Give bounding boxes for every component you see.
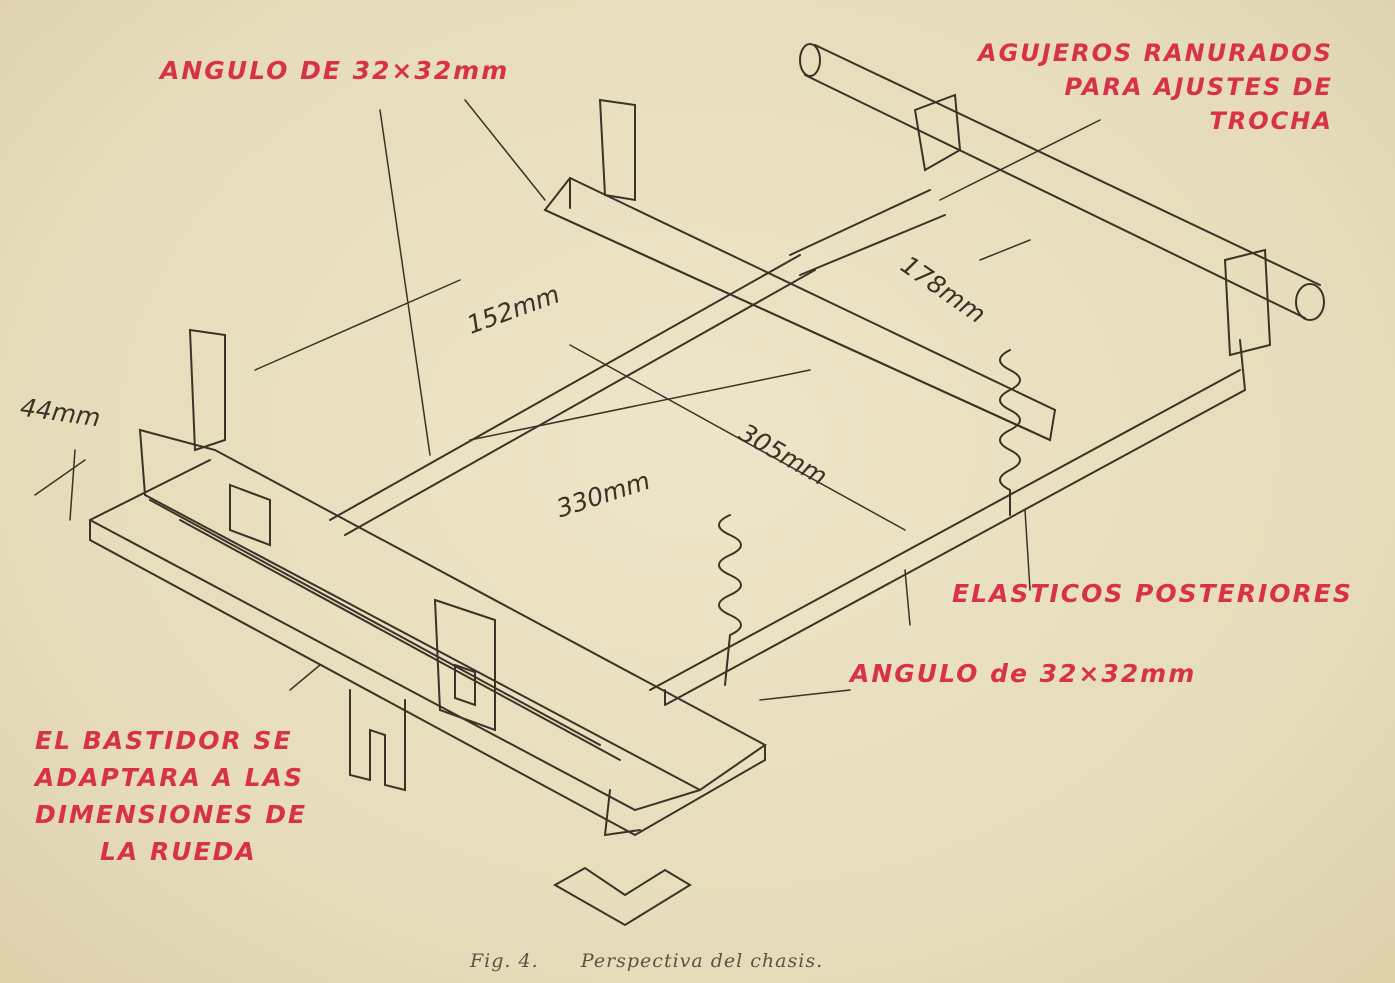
label-bastidor-line: LA RUEDA	[100, 837, 257, 866]
corner-plate	[552, 866, 692, 927]
label-bastidor-line: EL BASTIDOR SE	[35, 726, 293, 755]
rear-post	[598, 98, 636, 202]
label-bastidor-line: DIMENSIONES DE	[35, 800, 308, 829]
label-bastidor: EL BASTIDOR SE ADAPTARA A LAS DIMENSIONE…	[35, 722, 307, 870]
spring-front	[718, 514, 742, 686]
figure-caption: Fig. 4. Perspectiva del chasis.	[470, 950, 823, 972]
label-angulo-bottom: ANGULO de 32×32mm	[850, 659, 1197, 688]
rear-axle-tube	[799, 43, 1325, 357]
dimension-lines	[34, 99, 1101, 701]
label-bastidor-line: ADAPTARA A LAS	[35, 763, 304, 792]
label-agujeros-line: PARA AJUSTES DE	[1064, 73, 1333, 101]
caption-fig-number: Fig. 4.	[470, 950, 539, 972]
spring-rear	[999, 349, 1021, 516]
caption-text: Perspectiva del chasis.	[580, 950, 824, 972]
label-agujeros-line: TROCHA	[1209, 107, 1333, 135]
front-frame	[89, 428, 767, 837]
label-elasticos: ELASTICOS POSTERIORES	[952, 579, 1353, 608]
top-angle-bar	[543, 176, 1057, 442]
side-rails	[329, 189, 1246, 706]
label-agujeros-line: AGUJEROS RANURADOS	[978, 39, 1333, 67]
label-agujeros: AGUJEROS RANURADOS PARA AJUSTES DE TROCH…	[978, 36, 1333, 138]
label-angulo-top: ANGULO DE 32×32mm	[160, 56, 510, 85]
front-post	[188, 328, 226, 452]
